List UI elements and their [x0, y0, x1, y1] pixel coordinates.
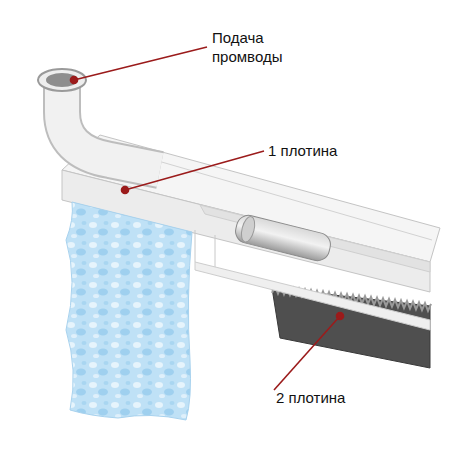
cylinder	[233, 213, 333, 263]
water-pipe	[38, 69, 160, 170]
leader-lines	[71, 47, 344, 390]
dam-2-plate	[272, 286, 431, 368]
callout-label: Подача промводы	[212, 28, 307, 66]
callout-label: 2 плотина	[276, 388, 416, 407]
callout-label: 1 плотина	[268, 141, 408, 160]
water-curtain	[66, 202, 192, 420]
